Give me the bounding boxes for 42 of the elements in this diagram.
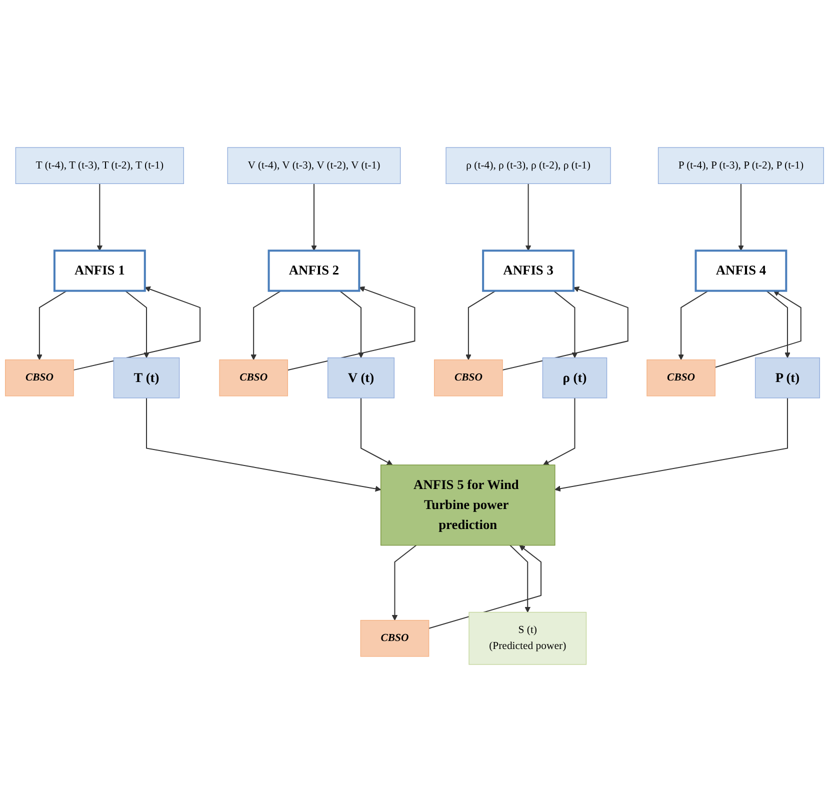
arrow: [678, 290, 709, 360]
arrow: [525, 184, 532, 251]
arrow: [339, 290, 364, 358]
arrow: [250, 290, 282, 360]
node-box: CBSO: [219, 359, 288, 396]
arrow: [311, 184, 317, 251]
node-box: ρ (t-4), ρ (t-3), ρ (t-2), ρ (t-1): [446, 147, 611, 184]
node-box: ANFIS 1: [53, 250, 146, 292]
node-box: T (t-4), T (t-3), T (t-2), T (t-1): [15, 147, 184, 184]
arrow: [554, 398, 788, 492]
node-box: ANFIS 3: [482, 250, 574, 292]
arrow: [96, 184, 103, 251]
arrow: [510, 544, 531, 613]
arrow: [36, 290, 68, 360]
node-box: V (t-4), V (t-3), V (t-2), V (t-1): [227, 147, 401, 184]
node-box: ANFIS 2: [268, 250, 360, 292]
node-box: ANFIS 4: [694, 250, 788, 292]
node-box: P (t): [754, 357, 820, 398]
arrow: [466, 290, 496, 360]
node-box: CBSO: [434, 359, 503, 396]
node-box: P (t-4), P (t-3), P (t-2), P (t-1): [658, 147, 824, 184]
node-box: CBSO: [360, 620, 430, 657]
node-box: CBSO: [5, 359, 74, 396]
arrow: [288, 286, 416, 371]
arrow: [428, 545, 542, 629]
arrow: [146, 398, 382, 492]
arrow: [124, 290, 150, 358]
node-box: T (t): [113, 357, 180, 398]
arrow: [543, 398, 576, 466]
arrow: [502, 286, 628, 370]
node-box: ANFIS 5 for Wind Turbine power prediction: [380, 464, 556, 546]
arrow: [714, 290, 802, 368]
node-box: CBSO: [646, 359, 716, 396]
arrow: [766, 290, 790, 358]
node-box: V (t): [328, 357, 394, 398]
arrow: [392, 544, 417, 621]
arrow: [738, 184, 744, 251]
arrow: [553, 290, 578, 358]
node-box: ρ (t): [542, 357, 608, 398]
arrow: [73, 286, 201, 371]
arrow: [360, 398, 393, 466]
node-box: S (t) (Predicted power): [468, 612, 587, 665]
